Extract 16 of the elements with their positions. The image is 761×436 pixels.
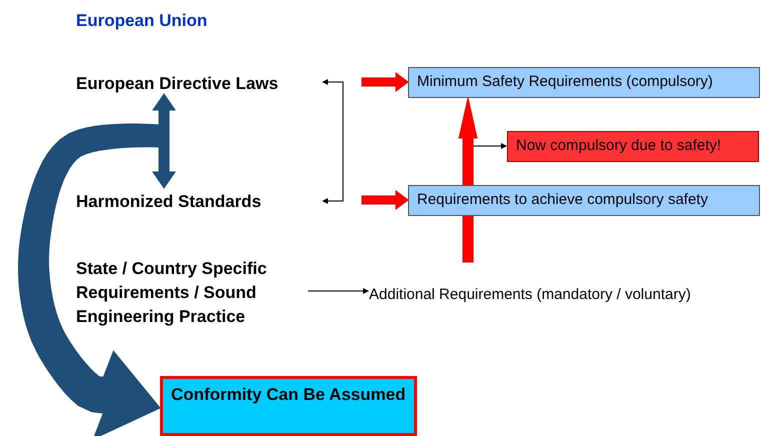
- note-box: Now compulsory due to safety!: [507, 131, 759, 162]
- requirement-box: Minimum Safety Requirements (compulsory): [408, 67, 760, 98]
- block-arrow: [362, 72, 409, 92]
- pointer-arrow: [472, 143, 507, 149]
- pointer-arrow: [308, 288, 369, 294]
- double-arrow: [152, 93, 176, 189]
- standard-label: Harmonized Standards: [76, 191, 262, 213]
- conformity-box: Conformity Can Be Assumed: [160, 376, 417, 436]
- curved-arrow: [18, 124, 162, 436]
- standard-label: State / Country Specific Requirements / Sound Engineering Practice: [76, 258, 268, 328]
- requirement-label: Additional Requirements (mandatory / voluntary): [369, 285, 692, 305]
- requirement-box: Requirements to achieve compulsory safety: [408, 185, 760, 216]
- bracket-arrow: [322, 79, 344, 204]
- block-arrow: [362, 190, 409, 210]
- diagram-title: European Union: [76, 11, 208, 31]
- standard-label: European Directive Laws: [76, 73, 280, 95]
